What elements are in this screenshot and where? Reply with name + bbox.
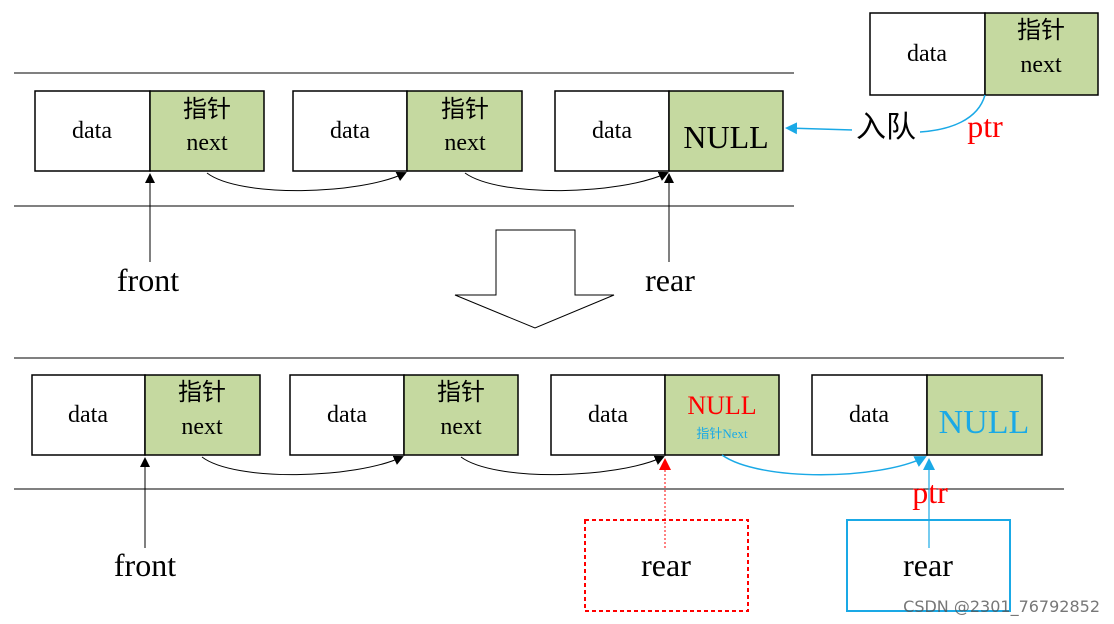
top-rear-label: rear <box>645 262 695 298</box>
node-null-label-new: NULL <box>939 404 1030 441</box>
csdn-watermark: CSDN @2301_76792852 <box>903 597 1100 617</box>
old-rear-label: rear <box>641 547 691 583</box>
node-pointer-label: 指针 <box>437 379 485 406</box>
node-pointer-label: 指针 <box>1017 17 1065 44</box>
node-data-label: data <box>72 118 112 144</box>
top-front-label: front <box>117 262 179 298</box>
top-ptr-label: ptr <box>967 108 1003 144</box>
top-node-2: data 指针 next <box>292 90 523 172</box>
node-data-label: data <box>592 118 632 144</box>
node-pointer-label: 指针 <box>441 96 489 123</box>
node-pointer-label: 指针 <box>178 379 226 406</box>
bottom-node-2: data 指针 next <box>289 374 519 456</box>
node-data-label: data <box>327 402 367 428</box>
transition-arrow <box>454 229 615 329</box>
old-rear-box <box>584 519 749 612</box>
node-pointer-next-label: 指针Next <box>696 426 748 441</box>
new-node: data 指针 next <box>869 12 1099 96</box>
enqueue-arrow <box>785 94 986 135</box>
node-data-label: data <box>68 402 108 428</box>
node-next-label: next <box>440 414 482 440</box>
node-next-label: next <box>186 130 228 156</box>
node-null-label-old: NULL <box>687 391 756 420</box>
enqueue-label-bg <box>852 108 920 144</box>
top-link-1-2 <box>206 172 407 192</box>
bottom-node-4: data NULL <box>811 374 1043 456</box>
bottom-link-3-4 <box>721 454 927 476</box>
bottom-ptr-label: ptr <box>912 474 948 510</box>
node-next-label: next <box>1020 52 1062 78</box>
top-node-3: data NULL <box>554 90 784 172</box>
node-data-label: data <box>907 41 947 67</box>
node-data-label: data <box>330 118 370 144</box>
bottom-node-3: data NULL 指针Next <box>550 374 780 456</box>
node-next-label: next <box>181 414 223 440</box>
node-data-label: data <box>849 402 889 428</box>
node-next-label: next <box>444 130 486 156</box>
top-node-1: data 指针 next <box>34 90 265 172</box>
bottom-link-1-2 <box>201 455 404 476</box>
node-null-label: NULL <box>683 119 768 155</box>
bottom-link-2-3 <box>460 455 665 476</box>
bottom-front-label: front <box>114 547 176 583</box>
top-link-2-3 <box>464 171 669 192</box>
node-data-label: data <box>588 402 628 428</box>
enqueue-label: 入队 <box>856 110 916 145</box>
bottom-node-1: data 指针 next <box>31 374 261 456</box>
node-pointer-label: 指针 <box>183 96 231 123</box>
new-rear-label: rear <box>903 547 953 583</box>
